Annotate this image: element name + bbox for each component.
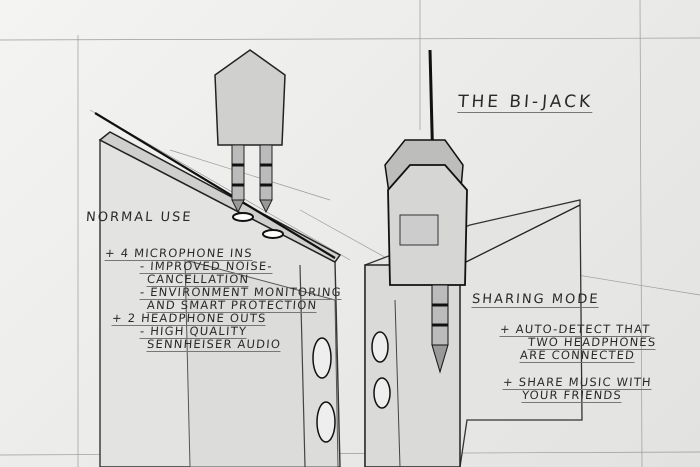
sharing-mode-line: YOUR FRIENDS	[521, 388, 623, 403]
device-normal-use	[94, 112, 342, 467]
normal-use-heading: NORMAL USE	[85, 210, 193, 225]
control-button	[371, 331, 389, 363]
control-button	[312, 337, 332, 379]
sharing-mode-line: ARE CONNECTED	[519, 348, 636, 363]
sketch-title: THE BI-JACK	[457, 92, 594, 113]
bi-jack-adapter	[384, 49, 468, 374]
headphone-port	[262, 229, 284, 239]
dual-plug	[214, 49, 286, 214]
control-button	[373, 377, 391, 409]
sharing-mode-heading: SHARING MODE	[471, 292, 600, 308]
control-button	[316, 401, 336, 443]
normal-use-line: SENNHEISER AUDIO	[146, 337, 282, 352]
headphone-port	[232, 212, 254, 222]
